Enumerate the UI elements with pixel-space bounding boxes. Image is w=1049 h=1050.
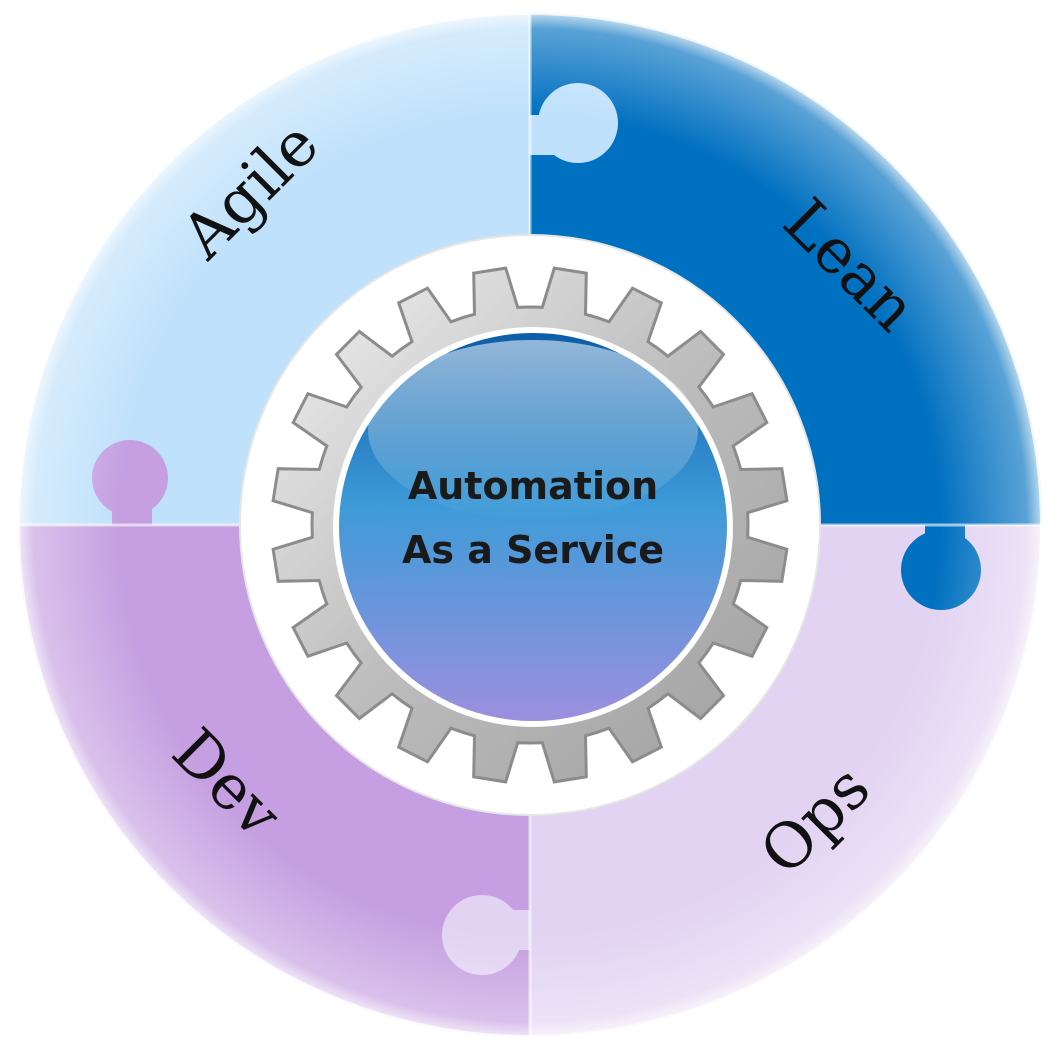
center-title-line1: Automation [408,464,658,508]
center-title-line2: As a Service [402,528,664,572]
hub-gloss [368,340,698,520]
